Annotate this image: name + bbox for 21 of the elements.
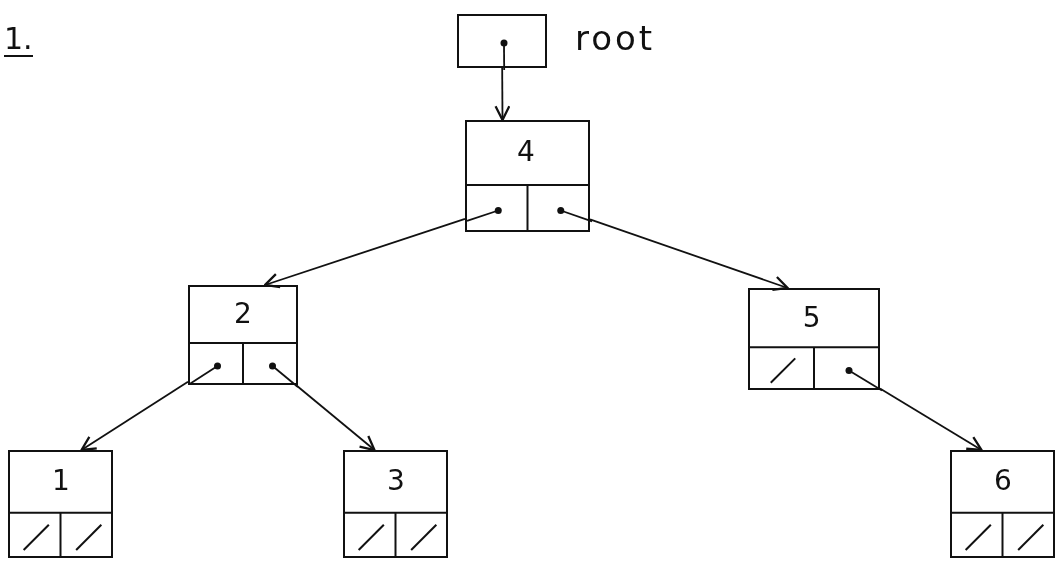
node-value: 2	[234, 300, 252, 328]
pointer-arrow	[494, 67, 511, 122]
pointer-arrow	[879, 387, 983, 452]
tree-node-box	[8, 450, 113, 558]
tree-node-box	[950, 450, 1055, 558]
pointer-arrow	[295, 384, 376, 452]
node-value: 5	[802, 303, 821, 332]
node-value: 3	[387, 467, 405, 496]
node-value: 1	[52, 467, 70, 496]
pointer-arrow	[80, 380, 189, 452]
node-value: 4	[517, 138, 535, 167]
pointer-label: root	[575, 18, 656, 58]
tree-node-box	[343, 450, 448, 558]
tree-node-box	[188, 285, 298, 385]
node-value: 6	[994, 467, 1012, 496]
pointer-arrow	[263, 217, 466, 289]
tree-node-box	[748, 288, 880, 390]
question-number: 1.	[4, 22, 33, 57]
pointer-arrow	[589, 218, 789, 292]
pointer-box	[457, 14, 547, 68]
tree-node-box	[465, 120, 590, 232]
